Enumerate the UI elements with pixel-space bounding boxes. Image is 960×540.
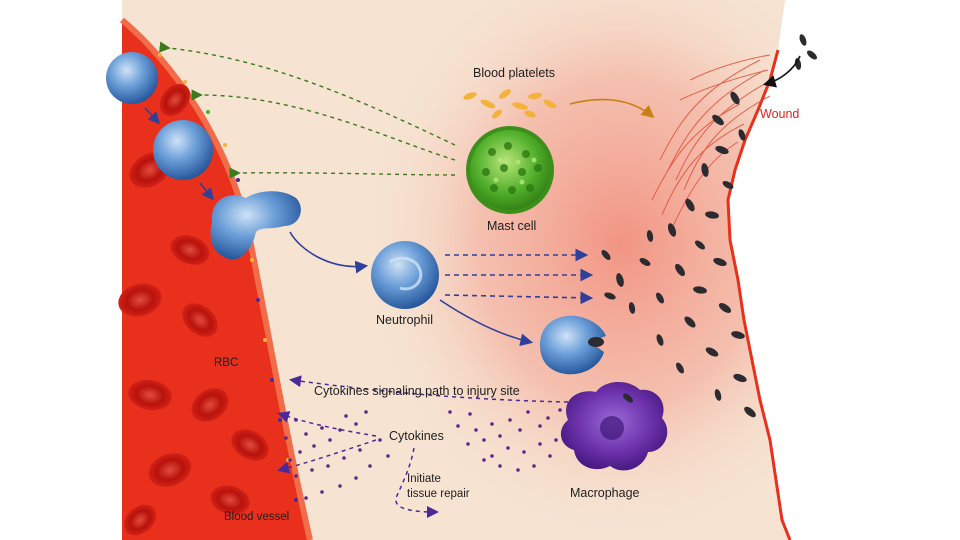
label-blood-platelets: Blood platelets bbox=[473, 66, 555, 80]
label-blood-vessel: Blood vessel bbox=[224, 511, 289, 523]
neutrophil-icon bbox=[371, 241, 439, 309]
leukocyte-icon bbox=[106, 52, 158, 104]
label-wound: Wound bbox=[760, 107, 799, 121]
label-macrophage: Macrophage bbox=[570, 486, 640, 500]
label-mast-cell: Mast cell bbox=[487, 219, 536, 233]
label-cytokines-path: Cytokines signaling path to injury site bbox=[314, 384, 520, 398]
label-neutrophil: Neutrophil bbox=[376, 313, 433, 327]
mast-cell-icon bbox=[466, 126, 554, 214]
label-cytokines: Cytokines bbox=[389, 429, 444, 443]
label-tissue-repair: tissue repair bbox=[407, 488, 470, 500]
label-rbc: RBC bbox=[214, 357, 238, 369]
label-initiate: Initiate bbox=[407, 473, 441, 485]
leukocyte-icon bbox=[153, 120, 213, 180]
